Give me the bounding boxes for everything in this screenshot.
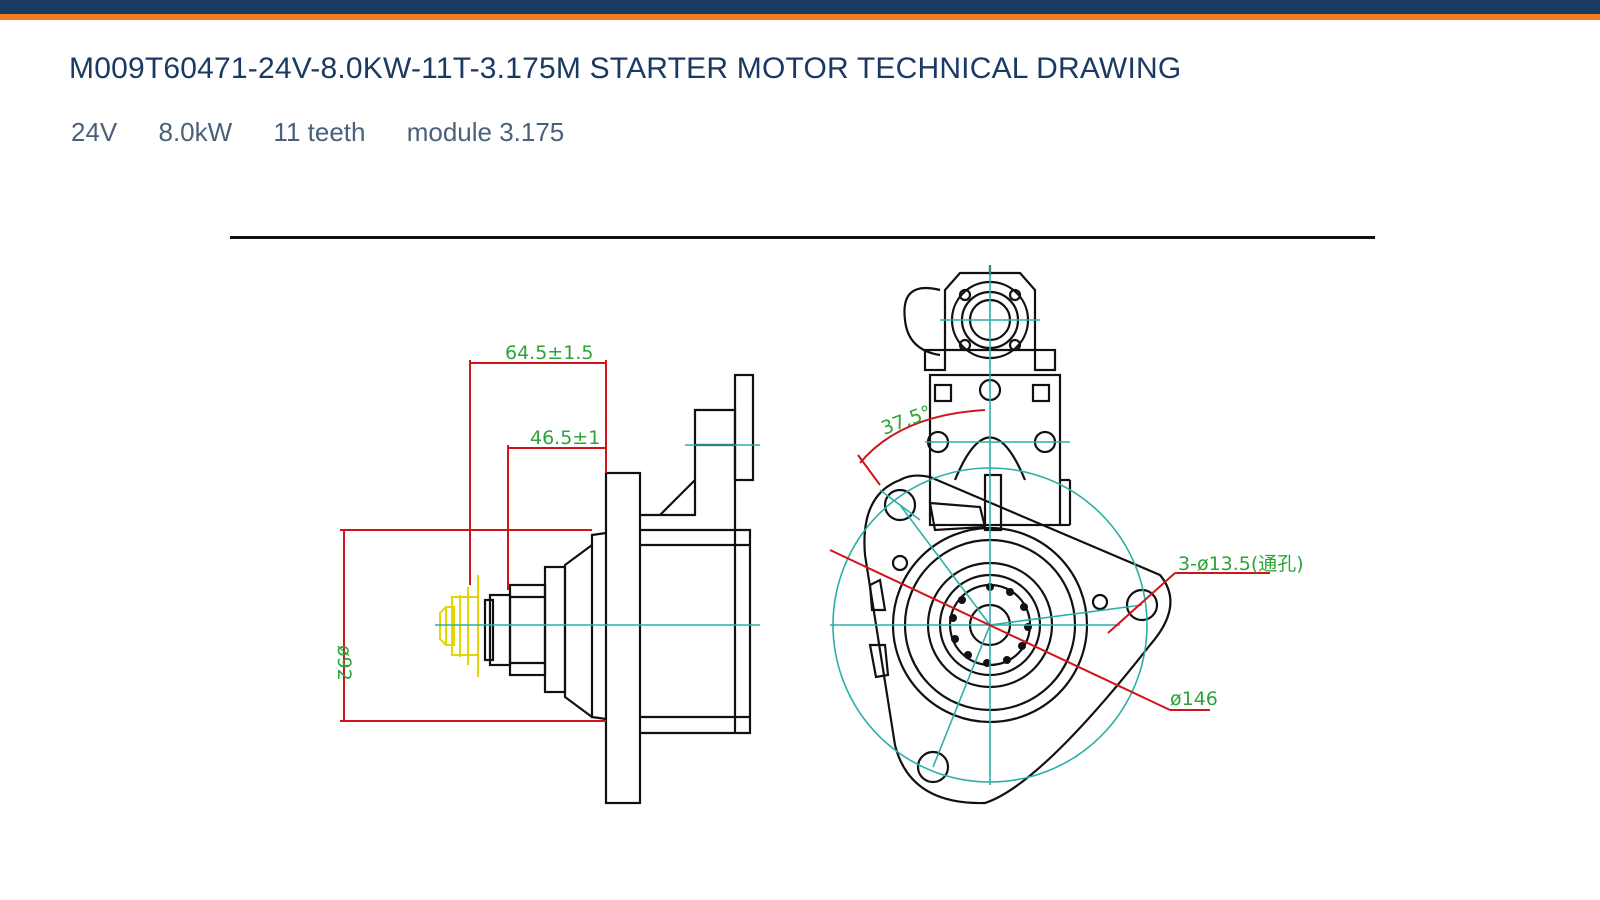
drawing-divider <box>230 236 1375 239</box>
dimension-dia-92: ø92 <box>333 645 355 681</box>
pinion-gear <box>439 575 479 677</box>
dimension-46-5: 46.5±1 <box>530 427 600 449</box>
page-title: M009T60471-24V-8.0KW-11T-3.175M STARTER … <box>69 52 1182 85</box>
dimension-dia-146: ø146 <box>1170 688 1218 710</box>
dimension-64-5: 64.5±1.5 <box>505 342 593 364</box>
spec-module: module 3.175 <box>406 117 565 147</box>
spec-voltage: 24V <box>71 117 118 147</box>
technical-drawing: 64.5±1.5 46.5±1 ø92 <box>333 265 1304 805</box>
top-accent-bar-navy <box>0 0 1600 14</box>
dimension-angle: 37.5° <box>878 401 934 439</box>
spec-list: 24V 8.0kW 11 teeth module 3.175 <box>71 117 598 148</box>
front-leader-lines <box>829 409 1270 711</box>
front-centerlines <box>830 265 1148 785</box>
dimension-holes: 3-ø13.5(通孔) <box>1178 553 1304 575</box>
spec-teeth: 11 teeth <box>273 117 366 147</box>
front-gear-teeth <box>949 583 1032 667</box>
top-accent-bar-orange <box>0 14 1600 20</box>
side-view <box>483 373 755 805</box>
front-view <box>863 265 1172 805</box>
spec-power: 8.0kW <box>158 117 233 147</box>
side-dimension-lines <box>340 360 607 722</box>
